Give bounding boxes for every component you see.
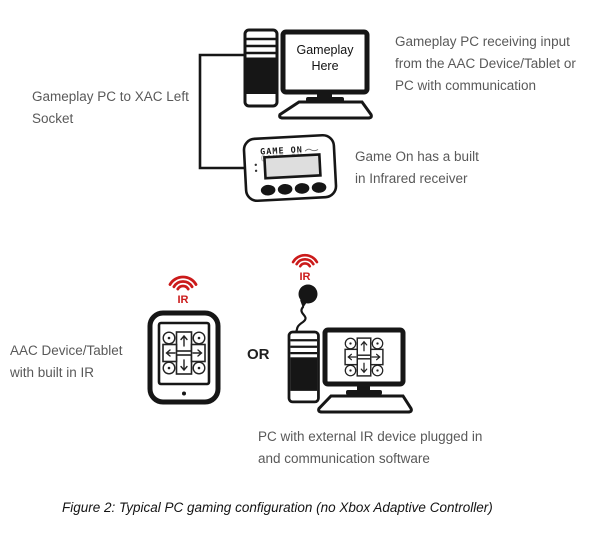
ir-label: IR <box>178 294 189 306</box>
game-on-lcd <box>263 153 322 180</box>
game-on-brand-squiggle <box>304 148 319 152</box>
game-on-led-dot <box>254 169 258 172</box>
label-line: Socket <box>32 111 74 126</box>
gameplay-pc-tower <box>243 28 279 108</box>
tablet-home-dot <box>182 391 186 396</box>
label-aac-device: AAC Device/Tablet with built in IR <box>10 340 123 384</box>
game-on-device: GAME ON GAME ON <box>242 133 338 203</box>
game-on-button <box>294 183 310 194</box>
monitor-stand-neck <box>317 92 332 98</box>
ir-symbol-external: IR <box>291 253 319 283</box>
label-pc-external-ir: PC with external IR device plugged in an… <box>258 426 482 470</box>
label-line: PC with external IR device plugged in <box>258 429 483 444</box>
pc2-keyboard <box>317 394 413 414</box>
ir-ball-tail <box>300 300 307 308</box>
ir-device-cable <box>293 305 307 336</box>
pc2-stand-neck <box>357 384 370 390</box>
label-line: and communication software <box>258 451 430 466</box>
game-on-logo: GAME ON <box>260 145 303 157</box>
label-line: PC with communication <box>395 78 537 93</box>
ir-waves-icon <box>168 275 198 291</box>
gameplay-pc-monitor: Gameplay Here <box>280 29 370 102</box>
label-line: with built in IR <box>10 365 95 380</box>
monitor-text-line2: Here <box>311 59 338 73</box>
ir-waves-icon <box>291 253 319 268</box>
ir-symbol-tablet: IR <box>168 275 198 306</box>
game-on-button <box>311 182 327 193</box>
label-line: Gameplay PC to XAC Left <box>32 89 189 104</box>
label-line: Game On has a built <box>355 149 479 164</box>
pc2-stand-base <box>346 390 382 395</box>
ir-ball <box>298 284 318 304</box>
game-on-button <box>260 184 276 196</box>
or-label: OR <box>247 346 270 363</box>
label-line: Gameplay PC receiving input <box>395 34 570 49</box>
ir-label: IR <box>300 271 311 283</box>
label-line: in Infrared receiver <box>355 171 468 186</box>
pc2-tower <box>287 330 320 404</box>
label-line: from the AAC Device/Tablet or <box>395 56 576 71</box>
pc2-monitor <box>322 327 406 395</box>
game-on-button <box>277 183 293 195</box>
label-line: AAC Device/Tablet <box>10 343 123 358</box>
aac-tablet <box>147 310 221 405</box>
label-gameplay-pc-receiving: Gameplay PC receiving input from the AAC… <box>395 31 576 97</box>
figure-caption: Figure 2: Typical PC gaming configuratio… <box>62 500 493 515</box>
label-gameplay-pc-to-xac: Gameplay PC to XAC Left Socket <box>32 86 189 130</box>
game-on-led-dot <box>254 163 257 166</box>
label-game-on-receiver: Game On has a built in Infrared receiver <box>355 146 479 190</box>
monitor-text-line1: Gameplay <box>297 43 355 57</box>
external-ir-device <box>293 284 318 336</box>
gameplay-pc-keyboard <box>278 100 373 120</box>
connector-line <box>198 53 246 170</box>
